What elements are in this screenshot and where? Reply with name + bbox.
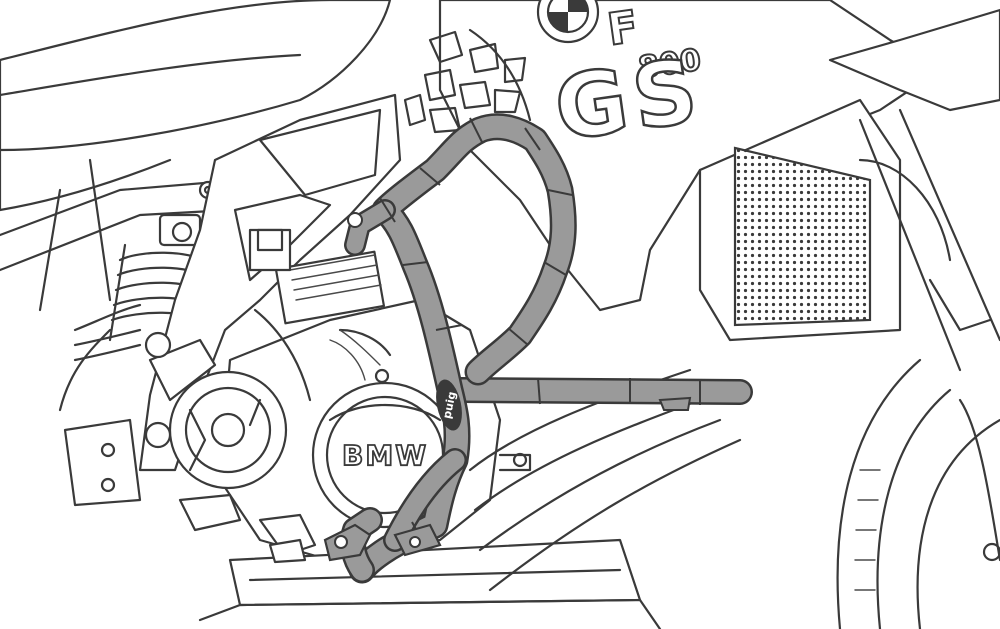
crash-bar-mounts [323,212,692,562]
tank-logo [536,0,600,44]
seat [0,0,392,212]
sprocket-cover [168,370,288,532]
crash-bar: puig [323,113,753,584]
crash-bar-brand-logo: puig [436,379,462,431]
radiator [698,98,902,342]
side-stand-bracket [258,513,317,564]
model-badge: F 800 GS [547,0,710,162]
engine-cover-brand: BMW [342,439,428,472]
regulator [248,228,386,325]
front-fork [828,8,1000,562]
wiring-harness [58,303,381,412]
guard-brand-text: puig [440,390,458,419]
model-series: GS [549,38,710,161]
crash-bar-seams [379,117,701,547]
front-wheel [836,358,1000,629]
